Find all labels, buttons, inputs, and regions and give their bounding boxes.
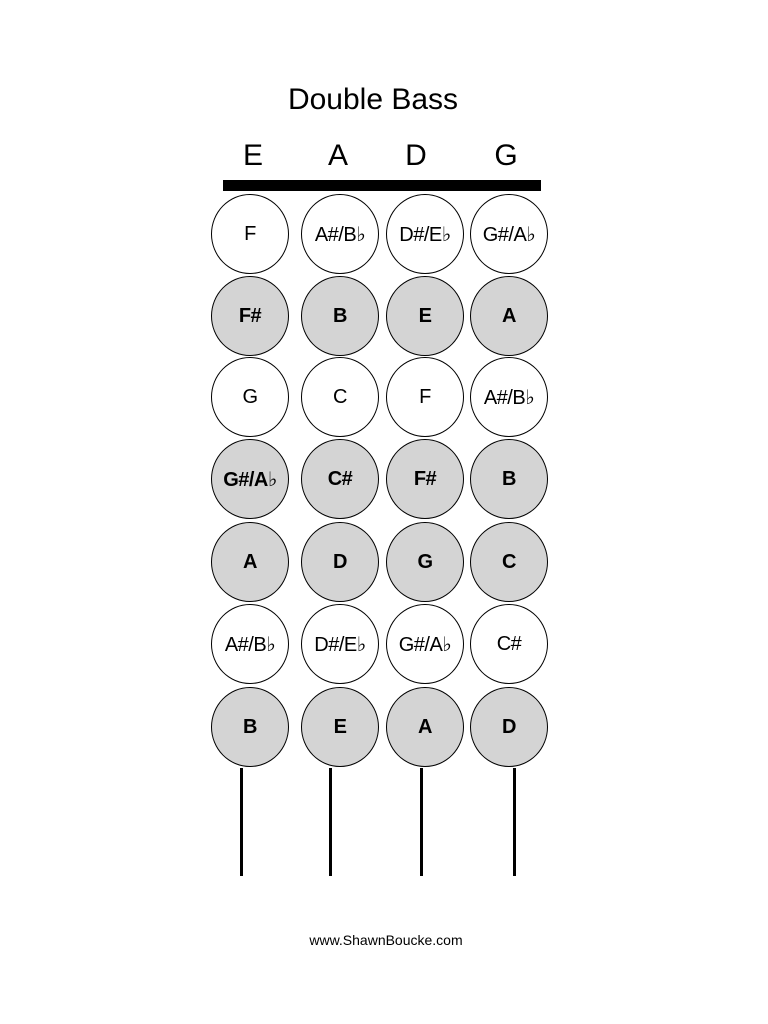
nut-bar: [223, 180, 541, 191]
note-circle-a-5: D: [301, 522, 379, 602]
note-circle-d-2: E: [386, 276, 464, 356]
note-circle-e-2: F#: [211, 276, 289, 356]
note-circle-a-6: D#/E♭: [301, 604, 379, 684]
note-circle-g-4: B: [470, 439, 548, 519]
chart-title: Double Bass: [287, 83, 459, 116]
note-circle-g-3: A#/B♭: [470, 357, 548, 437]
string-line-d: [420, 768, 423, 876]
string-line-a: [329, 768, 332, 876]
note-circle-a-3: C: [301, 357, 379, 437]
note-circle-a-7: E: [301, 687, 379, 767]
note-circle-e-3: G: [211, 357, 289, 437]
note-circle-d-7: A: [386, 687, 464, 767]
note-circle-g-7: D: [470, 687, 548, 767]
string-line-e: [240, 768, 243, 876]
note-circle-d-4: F#: [386, 439, 464, 519]
note-circle-d-1: D#/E♭: [386, 194, 464, 274]
note-circle-a-1: A#/B♭: [301, 194, 379, 274]
note-circle-g-5: C: [470, 522, 548, 602]
note-circle-d-3: F: [386, 357, 464, 437]
note-circle-e-1: F: [211, 194, 289, 274]
note-circle-a-4: C#: [301, 439, 379, 519]
note-circle-g-2: A: [470, 276, 548, 356]
string-label-a: A: [327, 139, 348, 172]
note-circle-e-7: B: [211, 687, 289, 767]
note-circle-g-6: C#: [470, 604, 548, 684]
note-circle-d-5: G: [386, 522, 464, 602]
string-line-g: [513, 768, 516, 876]
string-label-d: D: [405, 139, 427, 172]
note-circle-e-5: A: [211, 522, 289, 602]
note-circle-g-1: G#/A♭: [470, 194, 548, 274]
note-circle-d-6: G#/A♭: [386, 604, 464, 684]
note-circle-e-6: A#/B♭: [211, 604, 289, 684]
footer-url: www.ShawnBoucke.com: [309, 932, 463, 948]
note-circle-a-2: B: [301, 276, 379, 356]
note-circle-e-4: G#/A♭: [211, 439, 289, 519]
string-label-g: G: [494, 139, 518, 172]
string-label-e: E: [242, 139, 263, 172]
